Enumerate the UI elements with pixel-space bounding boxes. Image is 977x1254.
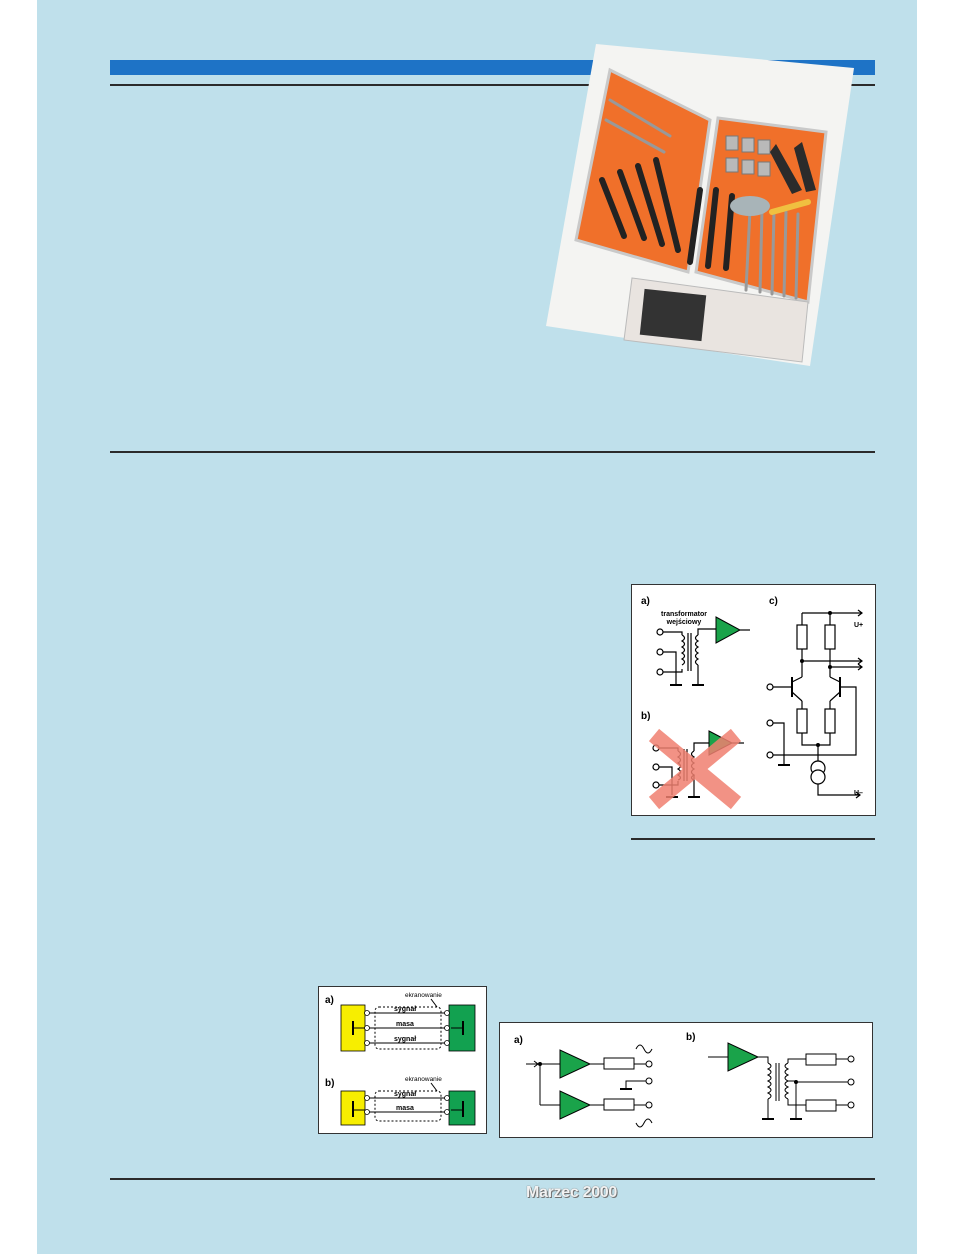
figure-2-label-b: b) — [325, 1078, 334, 1089]
figure-2b-source-block — [340, 1090, 366, 1126]
figure-2a-signal-label-2: sygnał — [394, 1036, 416, 1043]
figure-1-label-a: a) — [641, 596, 650, 607]
figure-3-label-b: b) — [686, 1032, 695, 1043]
figure-2a-signal-label-1: sygnał — [394, 1006, 416, 1013]
figure-3a-circuit — [526, 1044, 653, 1128]
figure-1-supply-plus: U+ — [854, 622, 863, 629]
figure-2a-ground-label: masa — [396, 1021, 414, 1028]
toolbox-with-tools-image — [546, 44, 854, 366]
figure-2b-shield-label: ekranowanie — [405, 1076, 442, 1083]
figure-1-diagram: a) c) b) transformator wejściowy U+ U– — [641, 596, 863, 810]
figure-1a-transformer-circuit — [656, 628, 750, 686]
figure-3-box: a) b) — [499, 1022, 873, 1138]
figure-1-label-b: b) — [641, 711, 650, 722]
footer-rule — [110, 1178, 875, 1180]
figure-3-diagram: a) b) — [514, 1032, 855, 1128]
figure-3b-circuit — [708, 1053, 855, 1120]
header-rule — [110, 84, 875, 86]
figure-2b-receiver-block — [448, 1090, 476, 1126]
figure-2a-shield-label: ekranowanie — [405, 992, 442, 999]
figure-3-label-a: a) — [514, 1035, 523, 1046]
figure-3a-amplifier-bottom — [559, 1090, 592, 1120]
figure-1-label-c: c) — [769, 596, 778, 607]
figure-1-transformer-label-line2: wejściowy — [666, 619, 702, 626]
figure-1-transformer-label-line1: transformator — [661, 611, 707, 618]
figure-2-label-a: a) — [325, 995, 334, 1006]
figure-1a-amplifier-triangle — [715, 616, 742, 644]
figure-2b-signal-label: sygnał — [394, 1091, 416, 1098]
figure-1-box: a) c) b) transformator wejściowy U+ U– — [631, 584, 876, 816]
figure-3a-amplifier-top — [559, 1049, 592, 1079]
figure-2b-ground-label: masa — [396, 1105, 414, 1112]
figure-1b-cross-mark — [648, 728, 742, 810]
footer-date: Marzec 2000 — [526, 1184, 617, 1201]
section-rule — [110, 451, 875, 453]
figure-2-box: a) b) ekranowanie sygnał masa sygnał ekr… — [318, 986, 487, 1134]
figure-caption-rule — [631, 838, 875, 840]
figure-3b-amplifier-triangle — [727, 1042, 760, 1072]
figure-1c-differential-circuit — [766, 609, 863, 799]
figure-2-diagram: a) b) ekranowanie sygnał masa sygnał ekr… — [325, 992, 476, 1126]
